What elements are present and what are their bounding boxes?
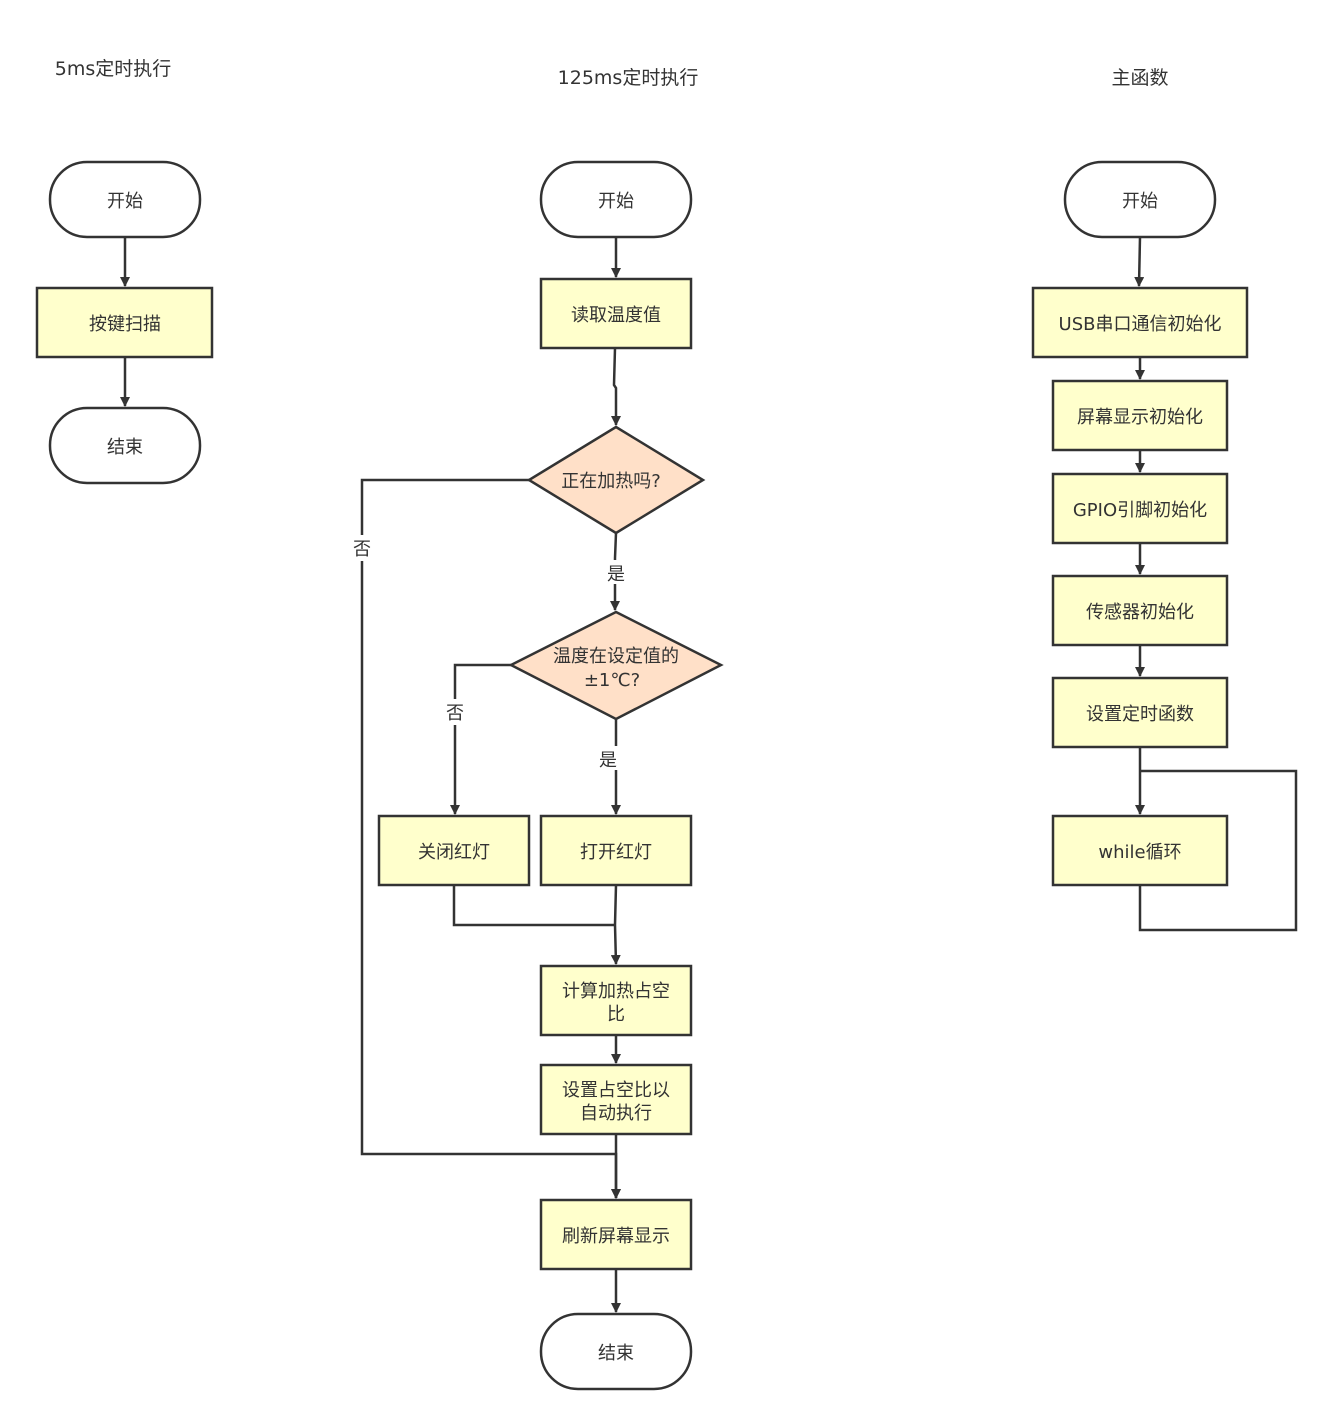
col1-start-label: 开始: [107, 191, 143, 212]
col3-screen-node: 屏幕显示初始化: [1051, 379, 1229, 452]
col3-timer-label: 设置定时函数: [1086, 704, 1194, 725]
col2-temp-label-line2: ±1℃?: [584, 670, 640, 691]
col2-edge-on-calc: [610, 884, 621, 965]
col2-calc-node: 计算加热占空 比: [539, 964, 693, 1037]
col2-heating-decision: 正在加热吗?: [526, 425, 706, 535]
col2-yes-label-1: 是: [607, 564, 625, 585]
col2-no2-bg: [443, 699, 467, 725]
col2-edge-off-merge: [452, 885, 616, 927]
title-125ms: 125ms定时执行: [558, 67, 699, 89]
col1-end-node: 结束: [48, 406, 202, 485]
col2-red-off-node: 关闭红灯: [377, 814, 531, 887]
col2-calc-label-line1: 计算加热占空: [562, 981, 670, 1002]
col2-read-node: 读取温度值: [539, 277, 693, 350]
col2-refresh-node: 刷新屏幕显示: [539, 1198, 693, 1271]
col2-set-label-line2: 自动执行: [580, 1103, 652, 1124]
col2-temp-label-line1: 温度在设定值的: [553, 646, 679, 667]
col1-scan-node: 按键扫描: [35, 286, 214, 359]
col2-start-label: 开始: [598, 191, 634, 212]
col3-gpio-label: GPIO引脚初始化: [1073, 500, 1207, 521]
col2-read-label: 读取温度值: [571, 305, 661, 326]
col3-usb-label: USB串口通信初始化: [1059, 314, 1222, 335]
col2-calc-label-line2: 比: [607, 1004, 625, 1025]
col3-gpio-node: GPIO引脚初始化: [1051, 472, 1229, 545]
col2-red-on-label: 打开红灯: [580, 842, 652, 863]
col3-sensor-node: 传感器初始化: [1051, 574, 1229, 647]
col1-end-label: 结束: [107, 437, 143, 458]
col3-sensor-label: 传感器初始化: [1086, 602, 1194, 623]
col2-end-label: 结束: [598, 1343, 634, 1364]
title-main: 主函数: [1111, 67, 1168, 89]
col2-heating-label: 正在加热吗?: [561, 471, 661, 492]
col2-end-node: 结束: [539, 1312, 693, 1391]
col1-start-node: 开始: [48, 160, 202, 239]
col2-edge-read-heating: [611, 347, 621, 426]
col2-edge-heating-temp: [610, 532, 620, 611]
col2-yes-label-2: 是: [599, 750, 617, 771]
col2-set-node: 设置占空比以 自动执行: [539, 1063, 693, 1136]
title-5ms: 5ms定时执行: [55, 58, 172, 80]
col3-start-label: 开始: [1122, 191, 1158, 212]
col3-edge-loop-back: [1138, 769, 1298, 932]
col1-scan-label: 按键扫描: [89, 314, 161, 335]
col2-start-node: 开始: [539, 160, 693, 239]
col2-no1-bg: [350, 535, 374, 561]
col2-yes2-bg: [596, 746, 620, 770]
col3-usb-node: USB串口通信初始化: [1031, 286, 1249, 359]
col2-temp-decision: 温度在设定值的 ±1℃?: [508, 610, 724, 721]
col3-start-node: 开始: [1063, 160, 1217, 239]
col2-red-on-node: 打开红灯: [539, 814, 693, 887]
col2-no-label-2: 否: [446, 703, 464, 724]
col3-loop-node: while循环: [1051, 814, 1229, 887]
col3-loop-label: while循环: [1098, 842, 1181, 863]
col2-no-label-1: 否: [353, 539, 371, 560]
col2-edge-temp-no: [450, 663, 511, 815]
col3-screen-label: 屏幕显示初始化: [1077, 407, 1203, 428]
col3-timer-node: 设置定时函数: [1051, 676, 1229, 749]
col2-yes1-bg: [604, 560, 628, 584]
col2-refresh-label: 刷新屏幕显示: [562, 1226, 670, 1247]
col3-edge-start-usb: [1134, 236, 1145, 287]
col2-set-label-line1: 设置占空比以: [562, 1080, 670, 1101]
col2-red-off-label: 关闭红灯: [418, 842, 490, 863]
